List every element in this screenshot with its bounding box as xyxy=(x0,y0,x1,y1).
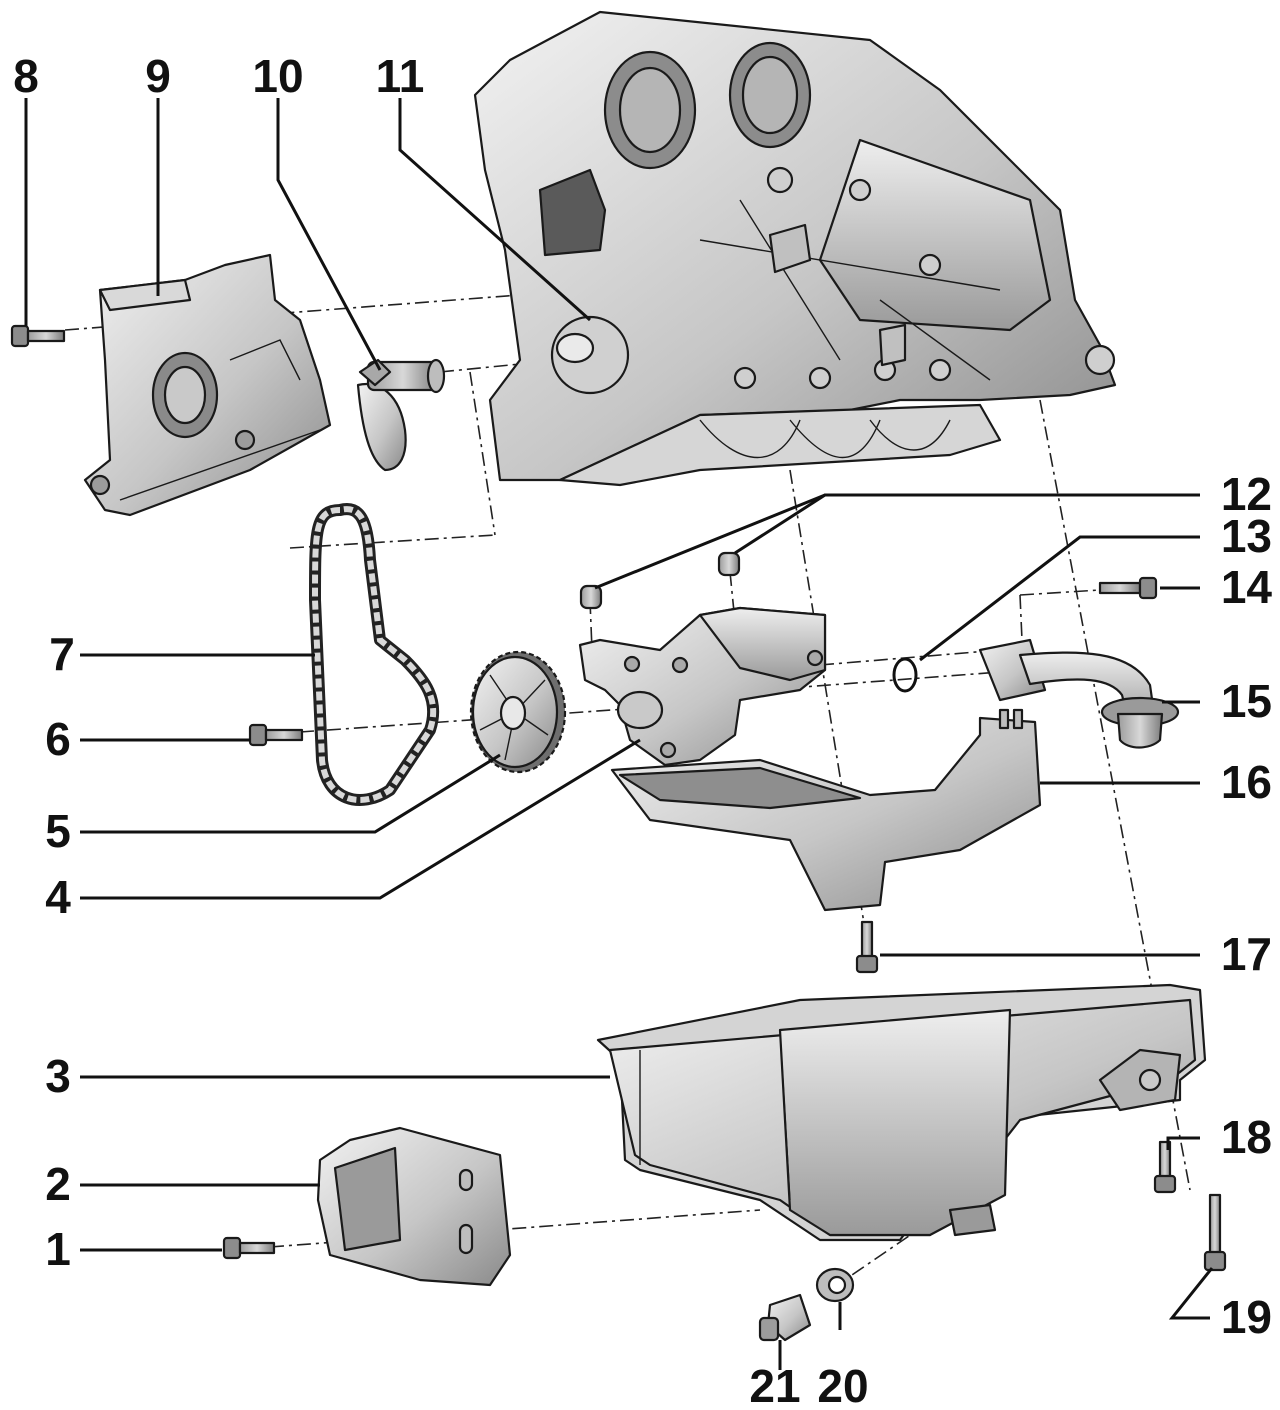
label-9: 9 xyxy=(145,50,171,102)
label-17: 17 xyxy=(1221,928,1272,980)
bolt-1 xyxy=(222,1236,276,1260)
label-2: 2 xyxy=(45,1158,71,1210)
label-14: 14 xyxy=(1221,561,1273,613)
bolt-19 xyxy=(1203,1193,1227,1272)
label-5: 5 xyxy=(45,805,71,857)
bolt-6 xyxy=(248,723,304,747)
label-16: 16 xyxy=(1221,756,1272,808)
label-11: 11 xyxy=(376,50,425,102)
mounting-bracket xyxy=(316,1126,512,1287)
label-19: 19 xyxy=(1221,1291,1272,1343)
oil-baffle xyxy=(610,708,1042,912)
engine-block xyxy=(473,10,1117,487)
o-ring xyxy=(892,657,918,693)
chain-tensioner xyxy=(356,358,446,472)
bolt-17 xyxy=(855,920,879,974)
bolt-8 xyxy=(10,324,66,348)
label-8: 8 xyxy=(13,50,39,102)
callout-labels: 8 9 10 11 12 13 14 15 16 17 18 19 7 6 5 … xyxy=(13,50,1272,1410)
front-cover xyxy=(83,253,332,517)
label-1: 1 xyxy=(45,1223,71,1275)
label-6: 6 xyxy=(45,713,71,765)
bolt-14 xyxy=(1098,576,1158,600)
drain-plug xyxy=(758,1293,812,1342)
label-3: 3 xyxy=(45,1050,71,1102)
oil-pickup-pipe xyxy=(978,638,1180,749)
label-20: 20 xyxy=(817,1360,868,1410)
oil-pump-sprocket xyxy=(469,650,567,774)
bolt-18 xyxy=(1153,1140,1177,1194)
label-4: 4 xyxy=(45,871,71,923)
oil-pan xyxy=(596,983,1207,1242)
label-13: 13 xyxy=(1221,510,1272,562)
label-7: 7 xyxy=(49,628,75,680)
dowel-sleeves xyxy=(579,551,741,610)
drain-washer xyxy=(815,1267,855,1303)
label-12: 12 xyxy=(1221,468,1272,520)
label-21: 21 xyxy=(749,1360,800,1410)
oil-pump xyxy=(578,606,827,767)
label-10: 10 xyxy=(252,50,303,102)
label-15: 15 xyxy=(1221,675,1272,727)
label-18: 18 xyxy=(1221,1111,1272,1163)
leader-lines xyxy=(24,98,1214,1370)
timing-chain xyxy=(309,503,440,806)
